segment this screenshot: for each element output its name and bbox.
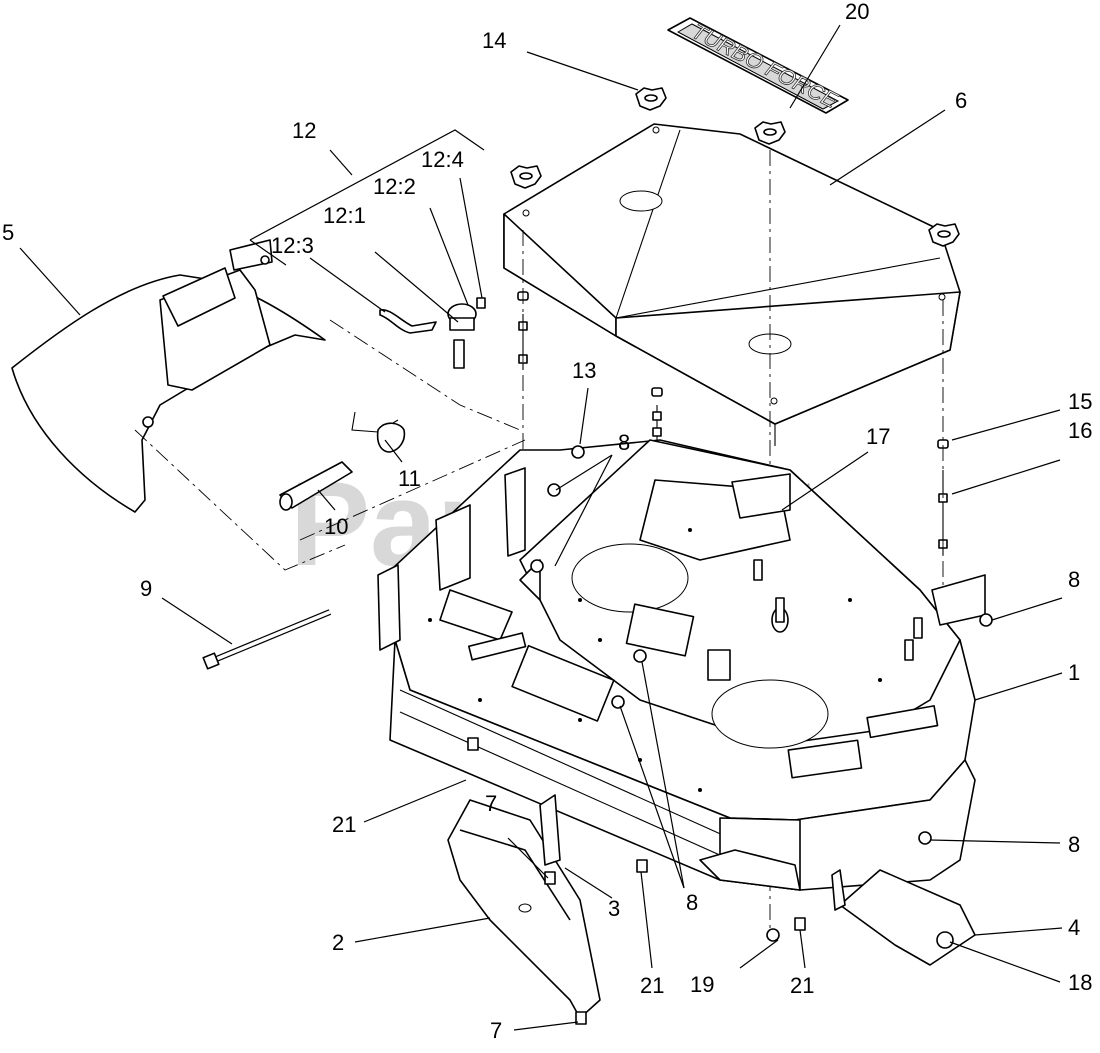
callout-21a: 21	[332, 812, 356, 837]
callout-8b: 8	[1068, 567, 1080, 592]
callout-12-1: 12:1	[323, 203, 366, 228]
kit-bracket-tail	[249, 239, 287, 266]
callout-2: 2	[332, 930, 344, 955]
callout-6: 6	[955, 88, 967, 113]
part-nuts[interactable]	[530, 483, 993, 845]
callout-21b: 21	[640, 973, 664, 998]
kit-bracket	[249, 129, 485, 241]
callout-11: 11	[398, 466, 421, 491]
part-deck[interactable]	[377, 439, 986, 891]
callout-1: 1	[1068, 660, 1080, 685]
part-deflector[interactable]	[11, 239, 326, 513]
deflector-guide-line	[134, 429, 346, 571]
callout-5: 5	[2, 220, 14, 245]
callout-12-4: 12:4	[421, 147, 464, 172]
part-plate[interactable]	[539, 794, 561, 866]
callout-9: 9	[140, 576, 152, 601]
callout-12-2: 12:2	[373, 174, 416, 199]
part-cover[interactable]	[503, 123, 961, 446]
callout-18: 18	[1068, 970, 1092, 995]
callout-8a: 8	[618, 430, 630, 455]
callout-20: 20	[845, 0, 869, 24]
callout-12: 12	[292, 118, 316, 143]
part-skid[interactable]	[447, 799, 601, 1019]
callout-8d: 8	[686, 890, 698, 915]
part-kit[interactable]	[379, 297, 486, 369]
callout-3: 3	[608, 896, 620, 921]
callout-21c: 21	[790, 973, 814, 998]
callout-17: 17	[866, 424, 890, 449]
callout-4: 4	[1068, 915, 1080, 940]
callout-12-3: 12:3	[271, 233, 314, 258]
leader-lines	[19, 24, 1063, 1031]
part-decal[interactable]: TURBO FORCE	[667, 17, 849, 114]
callout-8c: 8	[1068, 832, 1080, 857]
decal-label: TURBO FORCE	[688, 18, 842, 113]
part-bolts[interactable]	[467, 445, 806, 1025]
callout-7b: 7	[490, 1018, 502, 1043]
part-knobs[interactable]	[510, 87, 960, 247]
callout-14: 14	[482, 28, 506, 53]
callout-19: 19	[690, 972, 714, 997]
callout-7a: 7	[485, 791, 497, 816]
part-rod-spring[interactable]	[279, 411, 406, 511]
callout-13: 13	[572, 358, 596, 383]
pin-guide-line	[299, 439, 526, 541]
callout-10: 10	[324, 514, 348, 539]
part-pin[interactable]	[202, 609, 332, 670]
callout-16: 16	[1068, 418, 1092, 443]
kit-guide-line	[329, 319, 521, 431]
callout-15: 15	[1068, 389, 1092, 414]
